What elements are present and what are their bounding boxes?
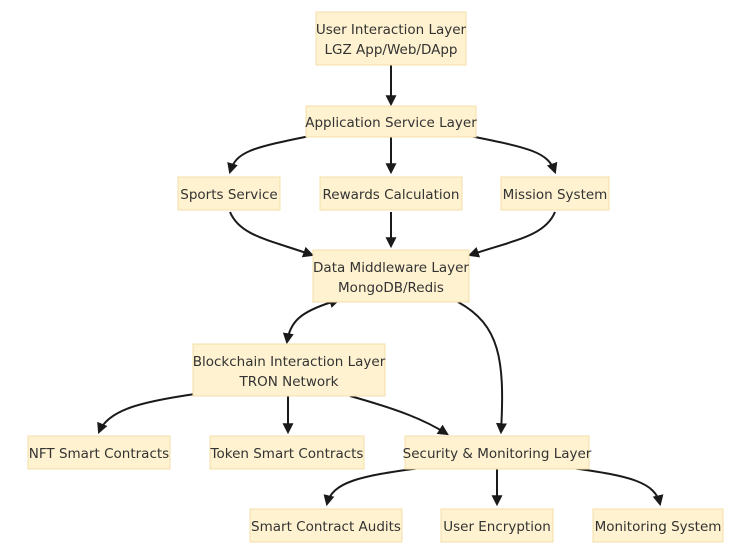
node-sublabel: TRON Network: [238, 374, 338, 390]
node-sublabel: MongoDB/Redis: [338, 280, 444, 296]
edge-middleware-blockchain: [282, 297, 341, 345]
node-user-encryption: User Encryption: [440, 508, 554, 543]
node-label: Smart Contract Audits: [251, 519, 401, 535]
node-label: Security & Monitoring Layer: [403, 446, 592, 462]
edge-blockchain-to-nft: [97, 393, 196, 435]
node-nft-smart-contracts: NFT Smart Contracts: [27, 435, 171, 470]
edge-blockchain-to-security: [349, 395, 449, 436]
node-label: Monitoring System: [595, 519, 722, 535]
node-label: User Interaction Layer: [316, 22, 467, 38]
node-blockchain-interaction-layer: Blockchain Interaction Layer TRON Networ…: [192, 343, 386, 397]
node-sports-service: Sports Service: [177, 176, 281, 211]
node-mission-system: Mission System: [500, 176, 610, 211]
node-label: Data Middleware Layer: [313, 260, 469, 276]
node-label: User Encryption: [443, 519, 551, 535]
node-rewards-calculation: Rewards Calculation: [319, 176, 463, 211]
node-label: NFT Smart Contracts: [29, 446, 169, 462]
edge-security-to-audits: [323, 467, 421, 507]
node-label: Blockchain Interaction Layer: [193, 354, 386, 370]
edges: [97, 65, 664, 507]
node-monitoring-system: Monitoring System: [592, 508, 724, 543]
node-smart-contract-audits: Smart Contract Audits: [249, 508, 403, 543]
edge-mission-to-middleware: [467, 211, 556, 258]
node-label: Application Service Layer: [305, 115, 477, 131]
node-security-monitoring-layer: Security & Monitoring Layer: [403, 435, 592, 470]
edge-app-to-mission: [469, 135, 558, 175]
node-label: Rewards Calculation: [323, 187, 460, 203]
node-label: Token Smart Contracts: [210, 446, 364, 462]
edge-security-to-monitoring: [571, 467, 664, 507]
node-application-service-layer: Application Service Layer: [305, 105, 477, 138]
node-sublabel: LGZ App/Web/DApp: [325, 42, 458, 58]
node-token-smart-contracts: Token Smart Contracts: [209, 435, 365, 470]
edge-app-to-sports: [227, 135, 311, 175]
node-user-interaction-layer: User Interaction Layer LGZ App/Web/DApp: [315, 11, 467, 66]
node-label: Mission System: [503, 187, 608, 203]
node-data-middleware-layer: Data Middleware Layer MongoDB/Redis: [312, 249, 470, 303]
edge-middleware-to-security: [457, 301, 507, 435]
edge-sports-to-middleware: [229, 211, 315, 258]
node-label: Sports Service: [180, 187, 277, 203]
